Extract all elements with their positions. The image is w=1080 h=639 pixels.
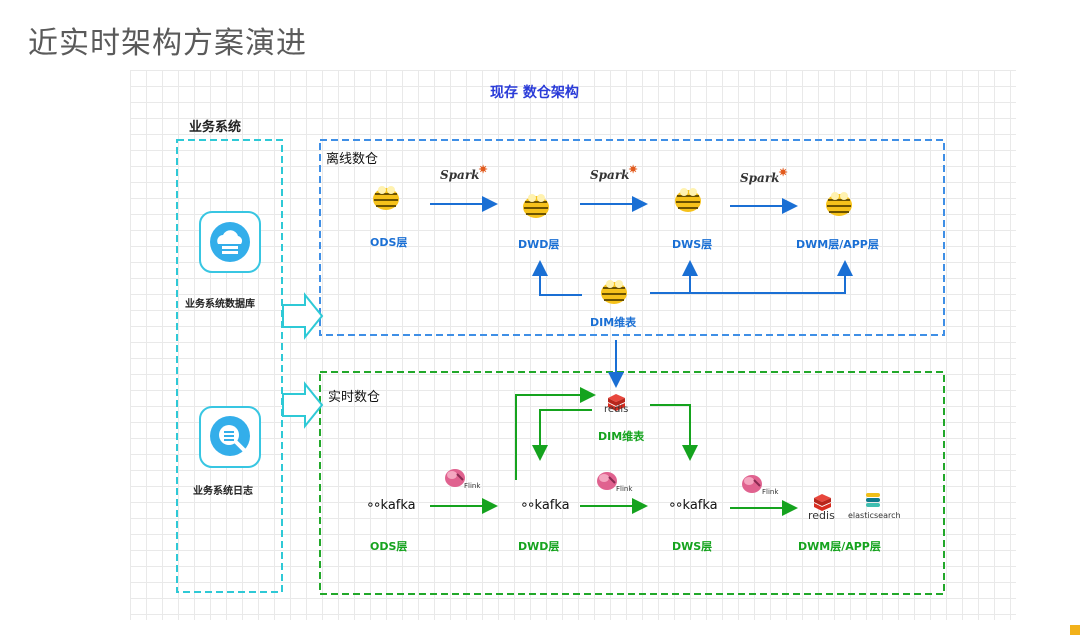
- flow-arrow-realtime: [282, 381, 324, 429]
- business-system-title: 业务系统: [189, 120, 242, 135]
- flink-label-3: Flink: [762, 488, 779, 496]
- realtime-dim-label: DIM维表: [598, 430, 645, 443]
- kafka-icon: ∘∘: [366, 497, 381, 513]
- kafka-dws: ∘∘kafka: [668, 497, 718, 513]
- corner-accent: [1070, 625, 1080, 635]
- flink-icon-2: [597, 472, 617, 490]
- elasticsearch-text: elasticsearch: [848, 511, 901, 520]
- elasticsearch-icon: [866, 493, 880, 507]
- hive-icon-dwd: [523, 194, 549, 218]
- kafka-text: kafka: [682, 498, 718, 513]
- realtime-warehouse-title: 实时数仓: [328, 390, 381, 405]
- spark-star-icon: ✷: [628, 163, 638, 176]
- offline-layer-ods: ODS层: [370, 236, 408, 249]
- realtime-dwd-to-redis: [515, 387, 596, 480]
- redis-sink-text: redis: [808, 509, 835, 522]
- database-cloud-icon: [199, 211, 261, 273]
- dim-arrow-to-dwd: [532, 260, 582, 296]
- spark-label-2: Spark✷: [590, 163, 639, 182]
- spark-text: Spark: [440, 168, 480, 182]
- redis-to-realtime-dws: [650, 404, 698, 461]
- redis-dim-text: redis: [604, 404, 629, 415]
- hive-icon-ods: [373, 186, 399, 210]
- spark-label-3: Spark✷: [740, 166, 789, 185]
- offline-warehouse-box: [319, 139, 945, 336]
- page-title: 近实时架构方案演进: [28, 26, 307, 61]
- dim-arrow-to-dws-app: [650, 260, 853, 294]
- hive-icon-dim: [601, 280, 627, 304]
- offline-warehouse-title: 离线数仓: [326, 152, 379, 167]
- redis-to-realtime-dwd: [532, 409, 592, 461]
- realtime-layer-app: DWM层/APP层: [798, 540, 881, 553]
- kafka-dwd: ∘∘kafka: [520, 497, 570, 513]
- diagram-title: 现存 数仓架构: [490, 85, 579, 101]
- offline-dim-label: DIM维表: [590, 316, 637, 329]
- spark-text: Spark: [590, 168, 630, 182]
- hive-icon-app: [826, 192, 852, 216]
- redis-icon-sink: [814, 494, 831, 511]
- business-log-label: 业务系统日志: [193, 486, 253, 497]
- offline-layer-app: DWM层/APP层: [796, 238, 879, 251]
- flink-label-1: Flink: [464, 482, 481, 490]
- business-system-box: [176, 139, 283, 593]
- flink-icon-1: [445, 469, 465, 487]
- redis-icon-dim: [608, 394, 625, 411]
- flink-label-2: Flink: [616, 485, 633, 493]
- kafka-text: kafka: [534, 498, 570, 513]
- hive-icon-dws: [675, 188, 701, 212]
- realtime-layer-dwd: DWD层: [518, 540, 560, 553]
- log-search-icon: [199, 406, 261, 468]
- realtime-layer-dws: DWS层: [672, 540, 713, 553]
- spark-label-1: Spark✷: [440, 163, 489, 182]
- spark-text: Spark: [740, 171, 780, 185]
- kafka-ods: ∘∘kafka: [366, 497, 416, 513]
- realtime-layer-ods: ODS层: [370, 540, 408, 553]
- realtime-warehouse-box: [319, 371, 945, 595]
- flow-arrow-offline: [282, 292, 324, 340]
- kafka-icon: ∘∘: [668, 497, 683, 513]
- spark-star-icon: ✷: [478, 163, 488, 176]
- flink-icon-3: [742, 475, 762, 493]
- kafka-text: kafka: [380, 498, 416, 513]
- offline-layer-dwd: DWD层: [518, 238, 560, 251]
- business-db-label: 业务系统数据库: [185, 299, 255, 310]
- kafka-icon: ∘∘: [520, 497, 535, 513]
- diagram-canvas: [130, 70, 1016, 620]
- spark-star-icon: ✷: [778, 166, 788, 179]
- offline-layer-dws: DWS层: [672, 238, 713, 251]
